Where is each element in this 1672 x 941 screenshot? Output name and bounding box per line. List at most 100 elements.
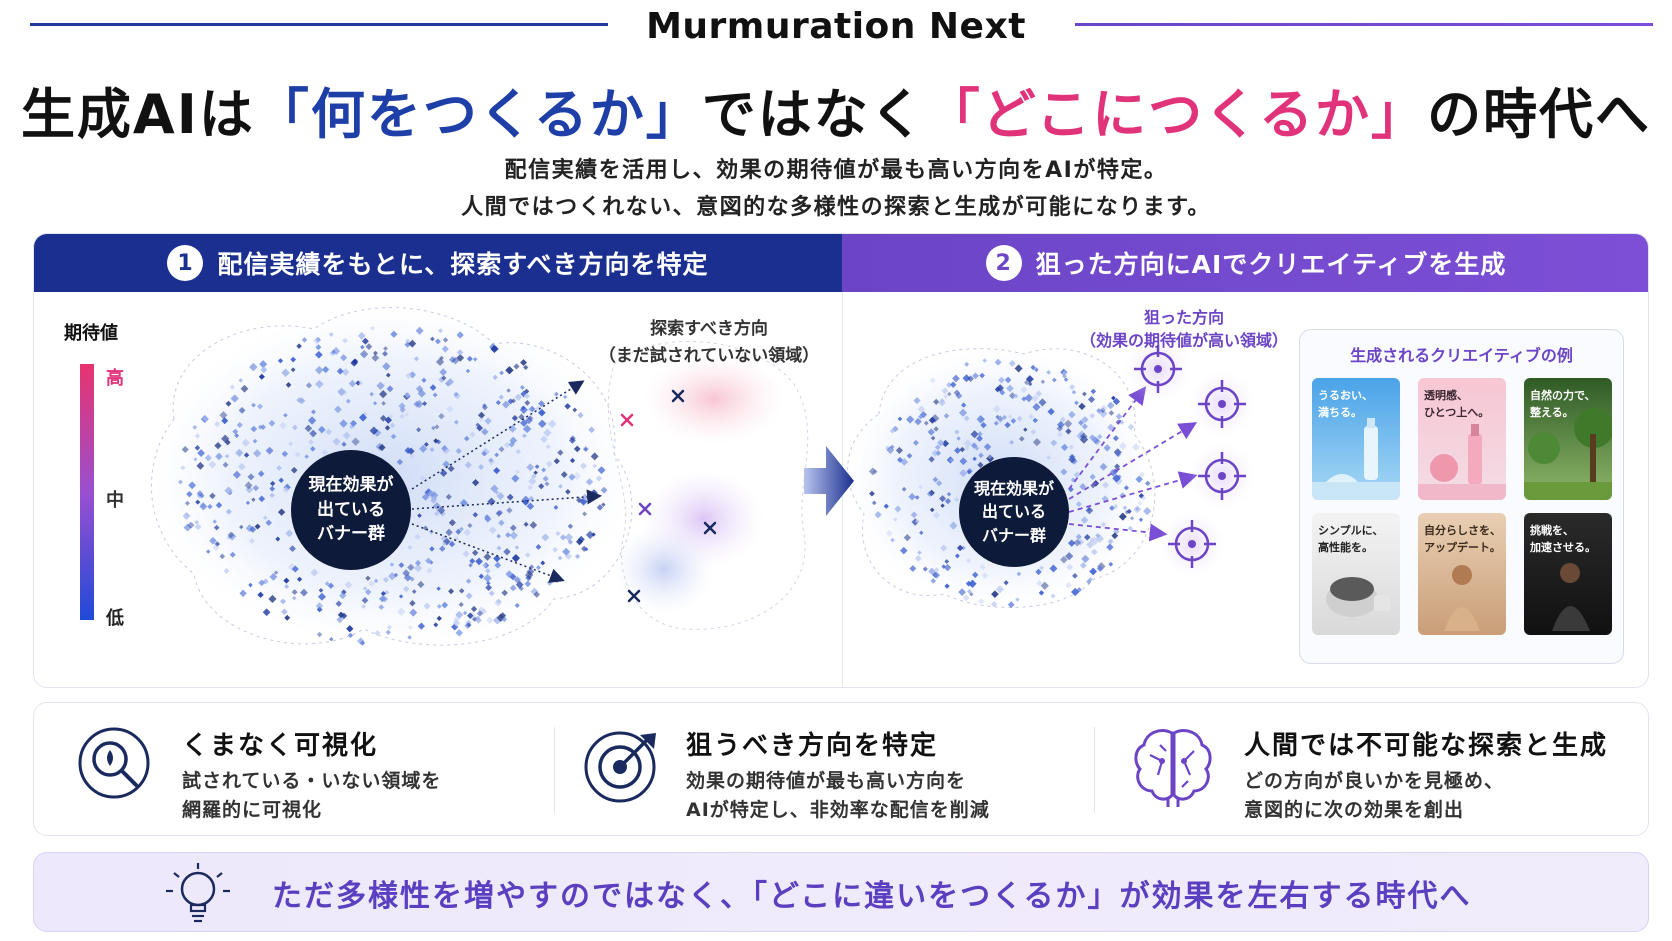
scatter-dot xyxy=(455,447,462,455)
scatter-dot xyxy=(458,588,465,594)
creative-tile-text: 自然の力で、 整える。 xyxy=(1530,389,1596,419)
scatter-dot xyxy=(514,545,520,550)
scatter-dot xyxy=(393,572,399,578)
scatter-dot xyxy=(963,439,972,448)
x-mark-1 xyxy=(671,389,685,403)
scatter-dot xyxy=(1090,388,1097,395)
feature-desc-line-1: どの方向が良いかを見極め、 xyxy=(1244,770,1505,792)
scatter-dot xyxy=(543,428,552,437)
explore-arrow-1 xyxy=(411,380,585,490)
scatter-dot xyxy=(292,595,297,601)
feature-desc-line-1: 効果の期待値が最も高い方向を xyxy=(686,770,967,792)
creative-tile-nature: 自然の力で、 整える。 xyxy=(1524,378,1612,500)
scatter-dot xyxy=(1016,571,1022,577)
scatter-dot xyxy=(995,585,1004,594)
scatter-dot xyxy=(304,454,309,459)
scatter-dot xyxy=(269,492,275,499)
scatter-dot xyxy=(268,419,276,427)
scatter-dot xyxy=(1023,427,1028,432)
scatter-dot xyxy=(1140,495,1146,501)
scatter-dot xyxy=(282,486,290,494)
scatter-dot xyxy=(245,500,251,506)
target-direction-label: 狙った方向 （効果の期待値が高い領域） xyxy=(1064,306,1304,352)
magnifier-icon xyxy=(78,727,150,799)
scatter-dot xyxy=(291,589,298,596)
x-mark-5 xyxy=(627,589,641,603)
scatter-dot xyxy=(192,425,198,430)
scatter-dot xyxy=(465,368,471,374)
scatter-dot xyxy=(209,492,216,500)
scatter-dot xyxy=(496,533,501,539)
scatter-dot xyxy=(1025,375,1034,384)
scatter-dot xyxy=(573,445,581,453)
legend-high: 高 xyxy=(106,368,124,389)
explore-label-sub: （まだ試されていない領域） xyxy=(598,346,820,367)
main-panel: 1 配信実績をもとに、探索すべき方向を特定 2 狙った方向にAIでクリエイティブ… xyxy=(33,233,1649,688)
scatter-dot xyxy=(476,610,484,617)
scatter-dot xyxy=(1087,395,1096,404)
scatter-dot xyxy=(413,356,420,362)
scatter-dot xyxy=(209,536,217,545)
scatter-dot xyxy=(541,533,550,542)
scatter-dot xyxy=(565,489,571,495)
scatter-dot xyxy=(520,419,528,427)
scatter-dot xyxy=(562,547,571,556)
headline-middle: ではなく xyxy=(701,83,926,146)
scatter-dot xyxy=(315,379,324,389)
brand-title: Murmuration Next xyxy=(646,6,1026,47)
scatter-dot xyxy=(526,502,535,511)
scatter-dot xyxy=(314,350,323,359)
headline-phrase-what: 「何をつくるか」 xyxy=(254,83,702,146)
scatter-dot xyxy=(309,429,317,438)
brain-icon xyxy=(1134,729,1212,807)
scatter-dot xyxy=(196,461,205,470)
scatter-dot xyxy=(509,584,517,592)
x-mark-4 xyxy=(703,521,717,535)
scatter-dot xyxy=(425,557,432,565)
scatter-dot xyxy=(1060,416,1066,423)
scatter-dot xyxy=(381,401,386,406)
scatter-dot xyxy=(316,631,323,638)
scatter-dot xyxy=(222,461,229,468)
scatter-dot xyxy=(478,417,484,423)
header-rule-left xyxy=(30,23,608,26)
scatter-dot xyxy=(1065,428,1072,435)
scatter-dot xyxy=(577,412,584,419)
scatter-dot xyxy=(486,616,494,625)
scatter-dot xyxy=(485,584,492,591)
scatter-dot xyxy=(523,364,529,371)
forest-illustration-icon xyxy=(1524,408,1612,500)
scatter-dot xyxy=(940,544,948,552)
scatter-dot xyxy=(378,595,386,603)
scatter-dot xyxy=(262,515,268,520)
scatter-dot xyxy=(415,326,424,335)
scatter-dot xyxy=(281,368,290,377)
scatter-dot xyxy=(980,421,987,429)
scatter-dot xyxy=(872,468,878,475)
scatter-dot xyxy=(327,582,335,589)
scatter-dot xyxy=(332,437,341,446)
scatter-dot xyxy=(305,382,313,389)
scatter-dot xyxy=(430,497,437,504)
scatter-dot xyxy=(1060,555,1068,564)
scatter-dot xyxy=(956,436,961,441)
scatter-dot xyxy=(373,578,379,584)
scatter-dot xyxy=(296,343,302,349)
speaker-device-icon xyxy=(1326,577,1390,617)
scatter-dot xyxy=(959,457,968,466)
scatter-dot xyxy=(1006,384,1014,393)
scatter-dot xyxy=(1046,454,1052,461)
scatter-dot xyxy=(389,562,395,567)
scatter-dot xyxy=(969,591,974,597)
scatter-dot xyxy=(871,500,877,506)
scatter-dot xyxy=(952,374,960,383)
scatter-dot xyxy=(439,469,448,477)
scatter-dot xyxy=(225,400,232,407)
scatter-dot xyxy=(930,435,936,441)
scatter-dot xyxy=(990,600,998,608)
scatter-dot xyxy=(325,428,332,435)
scatter-dot xyxy=(1024,379,1030,386)
scatter-dot xyxy=(960,545,966,551)
scatter-dot xyxy=(372,401,378,406)
scatter-dot xyxy=(214,541,221,547)
